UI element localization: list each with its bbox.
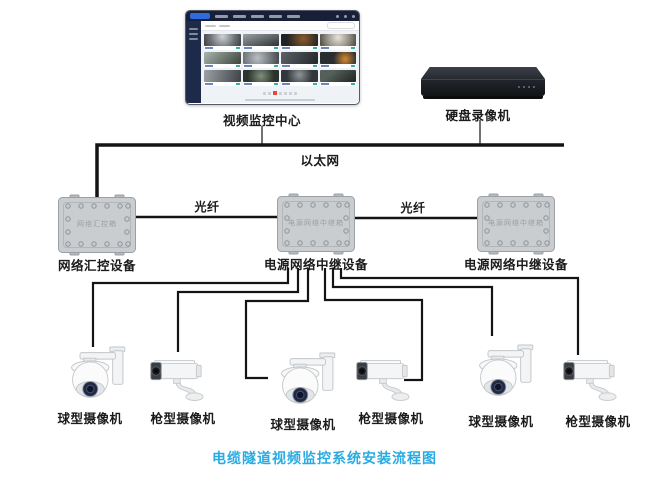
video-thumbnail[interactable] [281, 52, 318, 68]
network-control-box-label: 网络汇控设备 [57, 259, 136, 273]
nav-icon[interactable] [344, 14, 347, 18]
dome-camera-1-icon [52, 342, 136, 408]
dvr-front-face [421, 79, 545, 96]
breadcrumb [205, 24, 216, 27]
relay-box-right-panel-text: 电源网络中继箱 [488, 220, 544, 227]
video-thumbnail[interactable] [204, 70, 241, 86]
dome-camera-3-label: 球型摄像机 [468, 415, 534, 429]
window-content [201, 21, 359, 103]
power-network-relay-center-label: 电源网络中继设备 [263, 258, 368, 272]
dome-camera-2-icon [262, 348, 346, 414]
footer-text-placeholder [245, 99, 315, 101]
window-toolbar [201, 21, 359, 31]
page-button[interactable] [284, 91, 287, 95]
page-button[interactable] [268, 91, 271, 95]
video-thumbnail[interactable] [319, 52, 356, 68]
bullet-camera-1-label: 枪型摄像机 [150, 412, 216, 426]
video-thumbnail[interactable] [281, 70, 318, 86]
app-logo [190, 13, 210, 19]
bullet-camera-3-icon [560, 353, 636, 410]
video-thumbnail[interactable] [281, 34, 318, 50]
bullet-camera-1-icon [147, 353, 223, 410]
sidebar-item[interactable] [189, 33, 198, 35]
bullet-camera-2-label: 枪型摄像机 [358, 412, 424, 426]
bullet-camera-3-label: 枪型摄像机 [565, 415, 631, 429]
video-thumbnail[interactable] [204, 34, 241, 50]
power-network-relay-right-label: 电源网络中继设备 [463, 258, 568, 272]
nav-menu-item[interactable] [287, 14, 300, 18]
dome-camera-3-icon [460, 340, 544, 406]
power-network-relay-box-center: 电源网络中继箱 [277, 196, 355, 252]
page-button[interactable] [294, 91, 297, 95]
dvr-led-indicators [518, 86, 535, 88]
pagination [201, 89, 359, 97]
page-button[interactable] [279, 91, 282, 95]
video-thumbnail[interactable] [242, 34, 279, 50]
page-button[interactable] [289, 91, 292, 95]
nav-menu-item[interactable] [233, 14, 246, 18]
breadcrumb [219, 24, 230, 27]
page-button-active[interactable] [273, 91, 277, 95]
sidebar-item[interactable] [189, 28, 198, 30]
window-navbar [186, 11, 359, 21]
power-network-relay-box-right: 电源网络中继箱 [477, 196, 555, 252]
user-avatar-icon[interactable] [352, 14, 355, 18]
network-control-box: 网络汇控箱 [58, 197, 136, 253]
monitoring-center-window [185, 10, 360, 105]
network-control-box-panel-text: 网络汇控箱 [77, 221, 117, 228]
relay-box-center-panel-text: 电源网络中继箱 [288, 220, 344, 227]
hard-disk-recorder-device [421, 67, 545, 101]
ethernet-label: 以太网 [300, 154, 340, 168]
monitoring-center-label: 视频监控中心 [222, 114, 301, 128]
bullet-camera-2-icon [353, 353, 429, 410]
dome-camera-1-label: 球型摄像机 [57, 412, 123, 426]
video-thumbnail[interactable] [319, 70, 356, 86]
dome-camera-2-label: 球型摄像机 [270, 418, 336, 432]
fiber-label-left: 光纤 [194, 200, 220, 214]
fiber-label-right: 光纤 [400, 201, 426, 215]
dvr-top-face [421, 67, 545, 79]
window-footer [201, 97, 359, 103]
dvr-label: 硬盘录像机 [445, 109, 511, 123]
nav-menu-item[interactable] [251, 14, 264, 18]
page-button[interactable] [263, 91, 266, 95]
video-thumbnail[interactable] [204, 52, 241, 68]
search-input[interactable] [327, 22, 355, 29]
window-sidebar [186, 21, 201, 103]
video-thumbnail-grid [201, 31, 359, 89]
sidebar-item[interactable] [189, 38, 198, 40]
nav-menu-item[interactable] [215, 14, 228, 18]
nav-icon[interactable] [336, 14, 339, 18]
video-thumbnail[interactable] [242, 70, 279, 86]
dvr-base [423, 96, 543, 99]
video-thumbnail[interactable] [242, 52, 279, 68]
nav-menu-item[interactable] [269, 14, 282, 18]
video-thumbnail[interactable] [319, 34, 356, 50]
diagram-title: 电缆隧道视频监控系统安装流程图 [212, 450, 437, 466]
